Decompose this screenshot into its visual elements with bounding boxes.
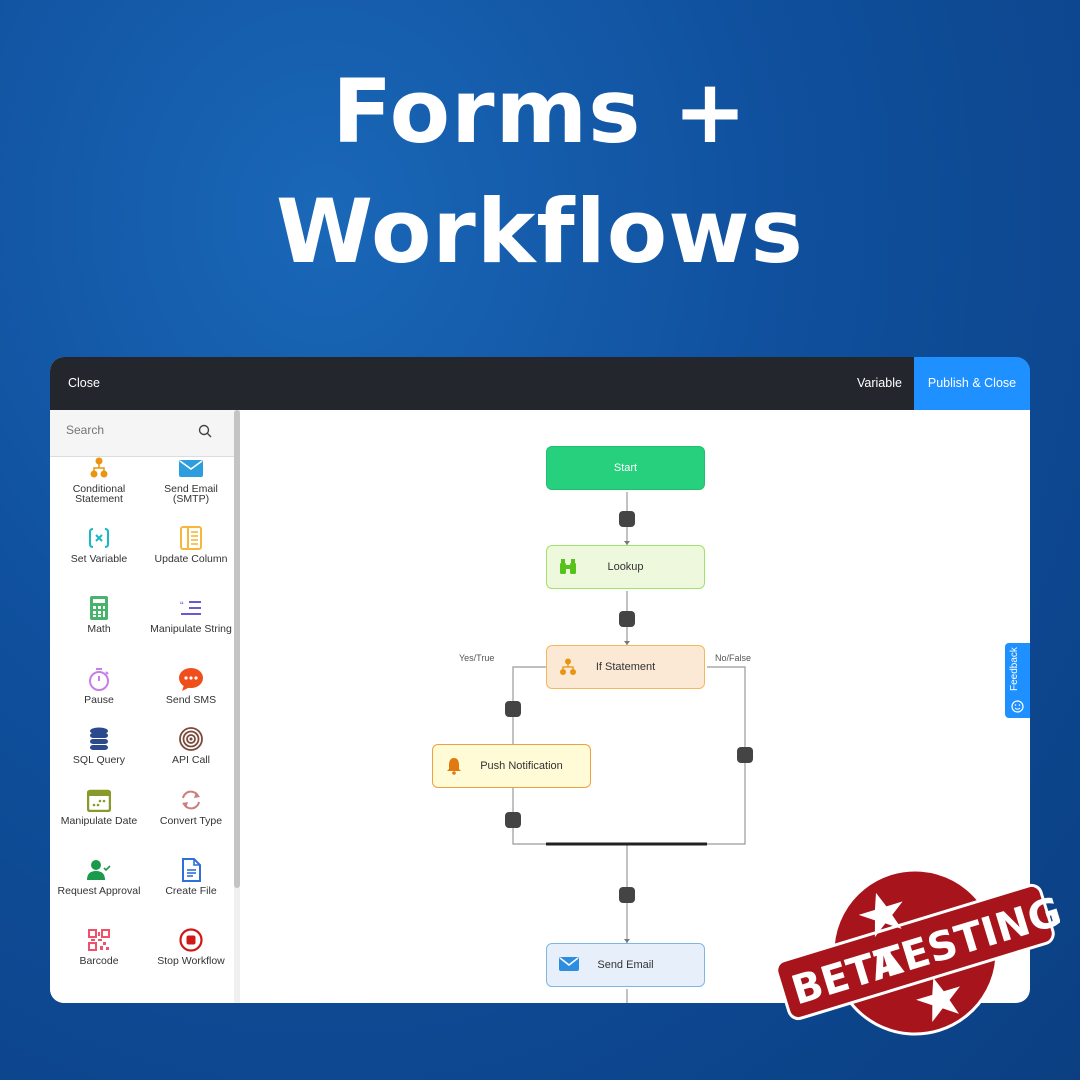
node-label: Lookup bbox=[607, 561, 644, 573]
tool-label: Send SMS bbox=[165, 694, 217, 706]
calendar-icon bbox=[87, 789, 111, 812]
tool-label: Update Column bbox=[154, 553, 228, 565]
tool-api-call[interactable]: API Call bbox=[145, 727, 237, 765]
node-label: Push Notification bbox=[480, 760, 563, 772]
envelope-icon bbox=[179, 460, 203, 477]
bell-icon bbox=[447, 758, 461, 775]
workflow-editor-window: Close Variable Publish & Close Condition… bbox=[50, 357, 1030, 1003]
tool-manipulate-date[interactable]: Manipulate Date bbox=[53, 788, 145, 826]
tool-label: Set Variable bbox=[70, 553, 128, 565]
tool-manipulate-string[interactable]: “ Manipulate String bbox=[145, 596, 237, 634]
sidebar-scrollbar[interactable] bbox=[234, 410, 240, 1003]
tool-send-email-smtp[interactable]: Send Email (SMTP) bbox=[145, 456, 237, 504]
tool-create-file[interactable]: Create File bbox=[145, 858, 237, 896]
file-icon bbox=[182, 858, 201, 882]
tool-request-approval[interactable]: Request Approval bbox=[53, 858, 145, 896]
tool-label: Create File bbox=[165, 885, 217, 897]
tool-pause[interactable]: Pause bbox=[53, 667, 145, 705]
tool-stop-workflow[interactable]: Stop Workflow bbox=[145, 928, 237, 966]
search-input[interactable] bbox=[64, 422, 198, 438]
binoculars-icon bbox=[560, 559, 576, 574]
add-step-connector[interactable] bbox=[619, 611, 635, 627]
no-branch-label: No/False bbox=[715, 653, 752, 663]
headline-line-1: Forms + bbox=[332, 60, 748, 163]
tool-barcode[interactable]: Barcode bbox=[53, 928, 145, 966]
top-bar: Close Variable Publish & Close bbox=[50, 357, 1030, 410]
yes-branch-label: Yes/True bbox=[459, 653, 495, 663]
tool-label: Pause bbox=[84, 694, 114, 706]
tool-label: API Call bbox=[172, 754, 210, 766]
lookup-node[interactable]: Lookup bbox=[546, 545, 705, 589]
tool-set-variable[interactable]: Set Variable bbox=[53, 526, 145, 564]
chat-bubble-icon bbox=[179, 668, 203, 691]
if-statement-node[interactable]: If Statement bbox=[546, 645, 705, 689]
tools-sidebar: Conditional Statement Send Email (SMTP) Se… bbox=[50, 410, 240, 1003]
tool-sql-query[interactable]: SQL Query bbox=[53, 727, 145, 765]
tool-update-column[interactable]: Update Column bbox=[145, 526, 237, 564]
stop-icon bbox=[179, 928, 203, 952]
search-box bbox=[50, 410, 234, 457]
tool-label: Request Approval bbox=[57, 885, 141, 897]
add-step-connector[interactable] bbox=[619, 511, 635, 527]
user-check-icon bbox=[87, 860, 111, 880]
headline-line-2: Workflows bbox=[276, 180, 804, 283]
tool-label: Conditional Statement bbox=[72, 483, 126, 505]
publish-close-button[interactable]: Publish & Close bbox=[914, 357, 1030, 410]
tool-label: Stop Workflow bbox=[157, 955, 225, 967]
envelope-icon bbox=[559, 957, 579, 971]
database-icon bbox=[90, 727, 108, 750]
tool-label: Math bbox=[87, 623, 111, 635]
feedback-tab[interactable]: Feedback bbox=[1005, 643, 1030, 718]
tool-label: Manipulate String bbox=[150, 623, 232, 635]
sitemap-icon bbox=[90, 457, 108, 478]
quote-lines-icon: “ bbox=[180, 600, 201, 615]
workflow-canvas[interactable]: Start Lookup Yes/True No/False If Statem… bbox=[240, 410, 1030, 1003]
node-label: If Statement bbox=[595, 661, 656, 673]
node-label: Send Email bbox=[597, 959, 654, 971]
target-icon bbox=[179, 727, 203, 751]
variable-icon bbox=[89, 528, 109, 548]
add-step-connector[interactable] bbox=[505, 812, 521, 828]
feedback-label: Feedback bbox=[1009, 647, 1020, 691]
tool-math[interactable]: Math bbox=[53, 596, 145, 634]
beta-testing-stamp: BETA TESTING bbox=[775, 868, 1060, 1036]
search-icon[interactable] bbox=[198, 424, 212, 438]
start-node[interactable]: Start bbox=[546, 446, 705, 490]
add-step-connector[interactable] bbox=[505, 701, 521, 717]
tool-send-sms[interactable]: Send SMS bbox=[145, 667, 237, 705]
calculator-icon bbox=[90, 596, 108, 620]
svg-text:“: “ bbox=[180, 600, 184, 612]
tool-label: Send Email (SMTP) bbox=[164, 483, 218, 505]
stopwatch-icon bbox=[89, 668, 109, 691]
smiley-icon bbox=[1011, 700, 1024, 713]
add-step-connector[interactable] bbox=[619, 887, 635, 903]
tool-label: Barcode bbox=[79, 955, 119, 967]
sitemap-icon bbox=[560, 658, 576, 675]
add-step-connector[interactable] bbox=[737, 747, 753, 763]
tool-label: Convert Type bbox=[159, 815, 223, 827]
push-notification-node[interactable]: Push Notification bbox=[432, 744, 591, 788]
column-icon bbox=[180, 526, 202, 550]
tool-convert-type[interactable]: Convert Type bbox=[145, 788, 237, 826]
tool-conditional-statement[interactable]: Conditional Statement bbox=[53, 456, 145, 504]
send-email-node[interactable]: Send Email bbox=[546, 943, 705, 987]
variable-button[interactable]: Variable bbox=[857, 376, 902, 390]
close-button[interactable]: Close bbox=[68, 376, 100, 390]
qr-code-icon bbox=[88, 929, 110, 951]
scrollbar-thumb[interactable] bbox=[234, 410, 240, 888]
refresh-icon bbox=[182, 790, 200, 810]
tool-label: Manipulate Date bbox=[60, 815, 138, 827]
node-label: Start bbox=[613, 462, 638, 474]
tool-label: SQL Query bbox=[72, 754, 126, 766]
